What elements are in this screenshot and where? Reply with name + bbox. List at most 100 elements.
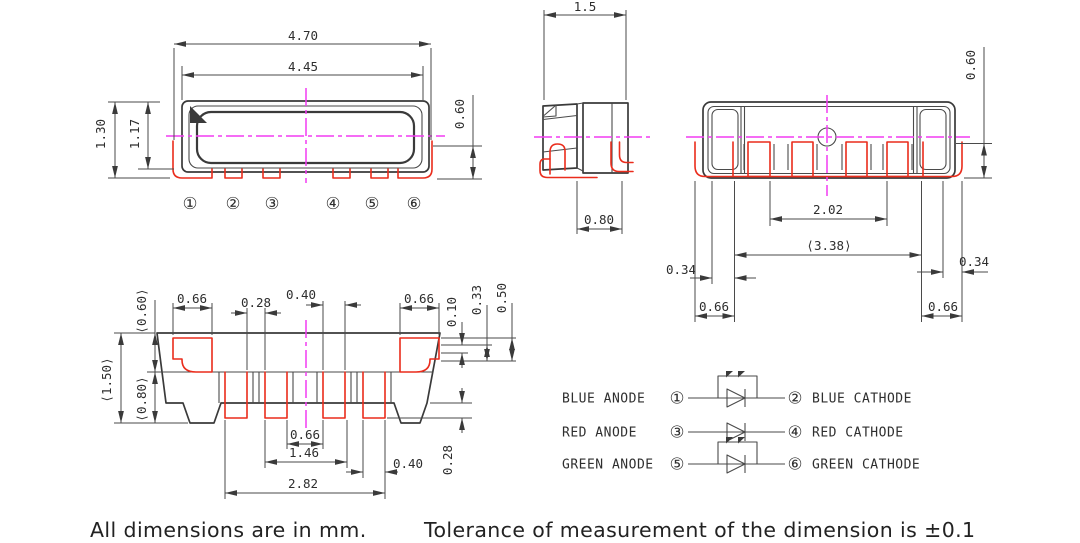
- pin-function-table: BLUE ANODE ① ② BLUE CATHODE RED ANODE ③ …: [562, 371, 920, 474]
- diode-symbol-blue: [726, 388, 746, 408]
- side-body-outline: [582, 102, 629, 174]
- bottom-end-pad-width-left-label: 0.66: [177, 291, 207, 306]
- red-anode-label: RED ANODE: [562, 426, 637, 441]
- dim-back-inner-lead-span: 2.02: [769, 181, 888, 226]
- footer-notes: All dimensions are in mm. Tolerance of m…: [90, 518, 976, 542]
- dim-bottom-center-lead-gap: 0.66: [286, 420, 324, 449]
- bottom-lead-zone-depth-label: ⟨0.80⟩: [134, 376, 149, 421]
- front-pin-numbers: ① ② ③ ④ ⑤ ⑥: [183, 194, 422, 213]
- dim-back-terminal-height: 0.60: [956, 47, 992, 179]
- dim-bottom-end-pad-width-left: 0.66: [172, 291, 213, 335]
- units-note: All dimensions are in mm.: [90, 518, 367, 542]
- dim-front-terminal-height: 0.60: [433, 95, 482, 180]
- back-end-pad-right-label: 0.66: [928, 299, 958, 314]
- bottom-step-mid-label: 0.33: [469, 285, 484, 315]
- dim-front-window-height: 1.17: [127, 102, 174, 170]
- dim-bottom-right-steps: 0.10 0.33 0.50: [441, 283, 516, 368]
- bottom-lead-width-label: 0.40: [286, 287, 316, 302]
- green-anode-label: GREEN ANODE: [562, 458, 654, 473]
- dim-bottom-end-pad-width-right: 0.66: [399, 291, 440, 335]
- esd-loop-blue: [717, 375, 758, 398]
- dim-side-terminal-width: 0.80: [576, 181, 623, 234]
- bottom-view: ⟨1.50⟩ ⟨0.60⟩ ⟨0.80⟩ 0.66 0.28: [99, 283, 516, 499]
- bottom-body-outline: [156, 332, 441, 424]
- diode-symbol-red: [726, 422, 746, 442]
- dim-bottom-outer-lead-span: 2.82: [224, 420, 386, 499]
- dim-bottom-lead-width: 0.40: [286, 287, 361, 370]
- red-anode-pin: ③: [670, 423, 685, 442]
- bottom-step-large-label: 0.50: [494, 283, 509, 313]
- bottom-inner-lead-span-label: 1.46: [289, 445, 319, 460]
- back-inner-lead-span-label: 2.02: [813, 202, 843, 217]
- bottom-lead-gap-label: 0.28: [241, 295, 271, 310]
- front-window-width-label: 4.45: [288, 59, 318, 74]
- front-window-height-label: 1.17: [127, 119, 142, 149]
- side-overall-depth-label: 1.5: [574, 0, 597, 14]
- pin-table-row-red: RED ANODE ③ ④ RED CATHODE: [562, 422, 904, 442]
- dim-back-lead-span-ref: ⟨3.38⟩: [734, 181, 922, 322]
- bottom-lead-width-bottom-label: 0.40: [393, 456, 423, 471]
- blue-anode-pin: ①: [670, 389, 685, 408]
- side-terminal-width-label: 0.80: [584, 212, 614, 227]
- pin-table-row-green: GREEN ANODE ⑤ ⑥ GREEN CATHODE: [562, 437, 920, 474]
- dim-back-end-pad-left: 0.66: [694, 181, 735, 322]
- back-solder-pads: [694, 141, 963, 178]
- pin-number-4: ④: [326, 194, 341, 213]
- polarity-chamfer-mark: [190, 106, 207, 123]
- dim-bottom-lead-protrusion: 0.28: [387, 388, 472, 475]
- dim-back-end-pad-right: 0.66: [921, 181, 963, 322]
- dim-back-end-wrap-left: 0.34: [666, 181, 756, 284]
- side-solder-pads: [539, 141, 634, 179]
- back-end-wrap-left-label: 0.34: [666, 262, 696, 277]
- bottom-step-small-label: 0.10: [444, 297, 459, 327]
- red-cathode-pin: ④: [788, 423, 803, 442]
- front-overall-height-label: 1.30: [93, 119, 108, 149]
- green-anode-pin: ⑤: [670, 455, 685, 474]
- dim-bottom-end-pad-depth: ⟨0.60⟩: [134, 288, 164, 373]
- back-end-wrap-right-label: 0.34: [959, 254, 989, 269]
- dim-bottom-overall-depth: ⟨1.50⟩: [99, 332, 188, 424]
- diode-symbol-green: [726, 454, 746, 474]
- bottom-solder-pads: [172, 337, 440, 419]
- dim-bottom-inner-lead-span: 1.46: [264, 420, 348, 468]
- dim-bottom-lead-gap: 0.28: [231, 295, 281, 370]
- back-lead-span-ref-label: ⟨3.38⟩: [806, 238, 851, 253]
- back-end-pad-left-label: 0.66: [699, 299, 729, 314]
- blue-cathode-pin: ②: [788, 389, 803, 408]
- front-overall-width-label: 4.70: [288, 28, 318, 43]
- tolerance-note: Tolerance of measurement of the dimensio…: [423, 518, 976, 542]
- side-view: 1.5 0.80: [534, 0, 652, 234]
- blue-anode-label: BLUE ANODE: [562, 392, 645, 407]
- bottom-lead-protrusion-label: 0.28: [440, 445, 455, 475]
- blue-cathode-label: BLUE CATHODE: [812, 392, 912, 407]
- back-lead-slots: [743, 144, 913, 170]
- back-body-inner-outline: [707, 105, 951, 175]
- pin-number-2: ②: [226, 194, 241, 213]
- bottom-outer-lead-span-label: 2.82: [288, 476, 318, 491]
- esd-loop-green: [717, 441, 758, 464]
- back-terminal-height-label: 0.60: [963, 50, 978, 80]
- green-cathode-label: GREEN CATHODE: [812, 458, 920, 473]
- bottom-center-lead-gap-label: 0.66: [290, 427, 320, 442]
- back-view: 0.60 2.02 ⟨3.38⟩ 0.34 0.34: [666, 47, 992, 322]
- dim-bottom-lead-width-bottom: 0.40: [346, 420, 423, 478]
- dim-front-overall-height: 1.30: [93, 101, 170, 179]
- red-cathode-label: RED CATHODE: [812, 426, 904, 441]
- pin-number-6: ⑥: [407, 194, 422, 213]
- front-terminal-height-label: 0.60: [452, 99, 467, 129]
- pin-number-5: ⑤: [365, 194, 380, 213]
- dim-front-overall-width: 4.70: [173, 28, 432, 140]
- dim-back-end-wrap-right: 0.34: [917, 181, 989, 278]
- dim-bottom-lead-zone-depth: ⟨0.80⟩: [134, 372, 158, 423]
- green-cathode-pin: ⑥: [788, 455, 803, 474]
- pin-number-1: ①: [183, 194, 198, 213]
- front-view: 4.70 4.45 1.30 1.17 0.60 ① ②: [93, 28, 482, 213]
- bottom-lead-slots: [218, 372, 392, 403]
- back-body-outline: [702, 101, 956, 179]
- dim-front-window-width: 4.45: [181, 59, 424, 100]
- dim-side-overall-depth: 1.5: [543, 0, 627, 100]
- bottom-end-pad-width-right-label: 0.66: [404, 291, 434, 306]
- bottom-overall-depth-label: ⟨1.50⟩: [99, 357, 114, 402]
- pin-table-row-blue: BLUE ANODE ① ② BLUE CATHODE: [562, 371, 912, 408]
